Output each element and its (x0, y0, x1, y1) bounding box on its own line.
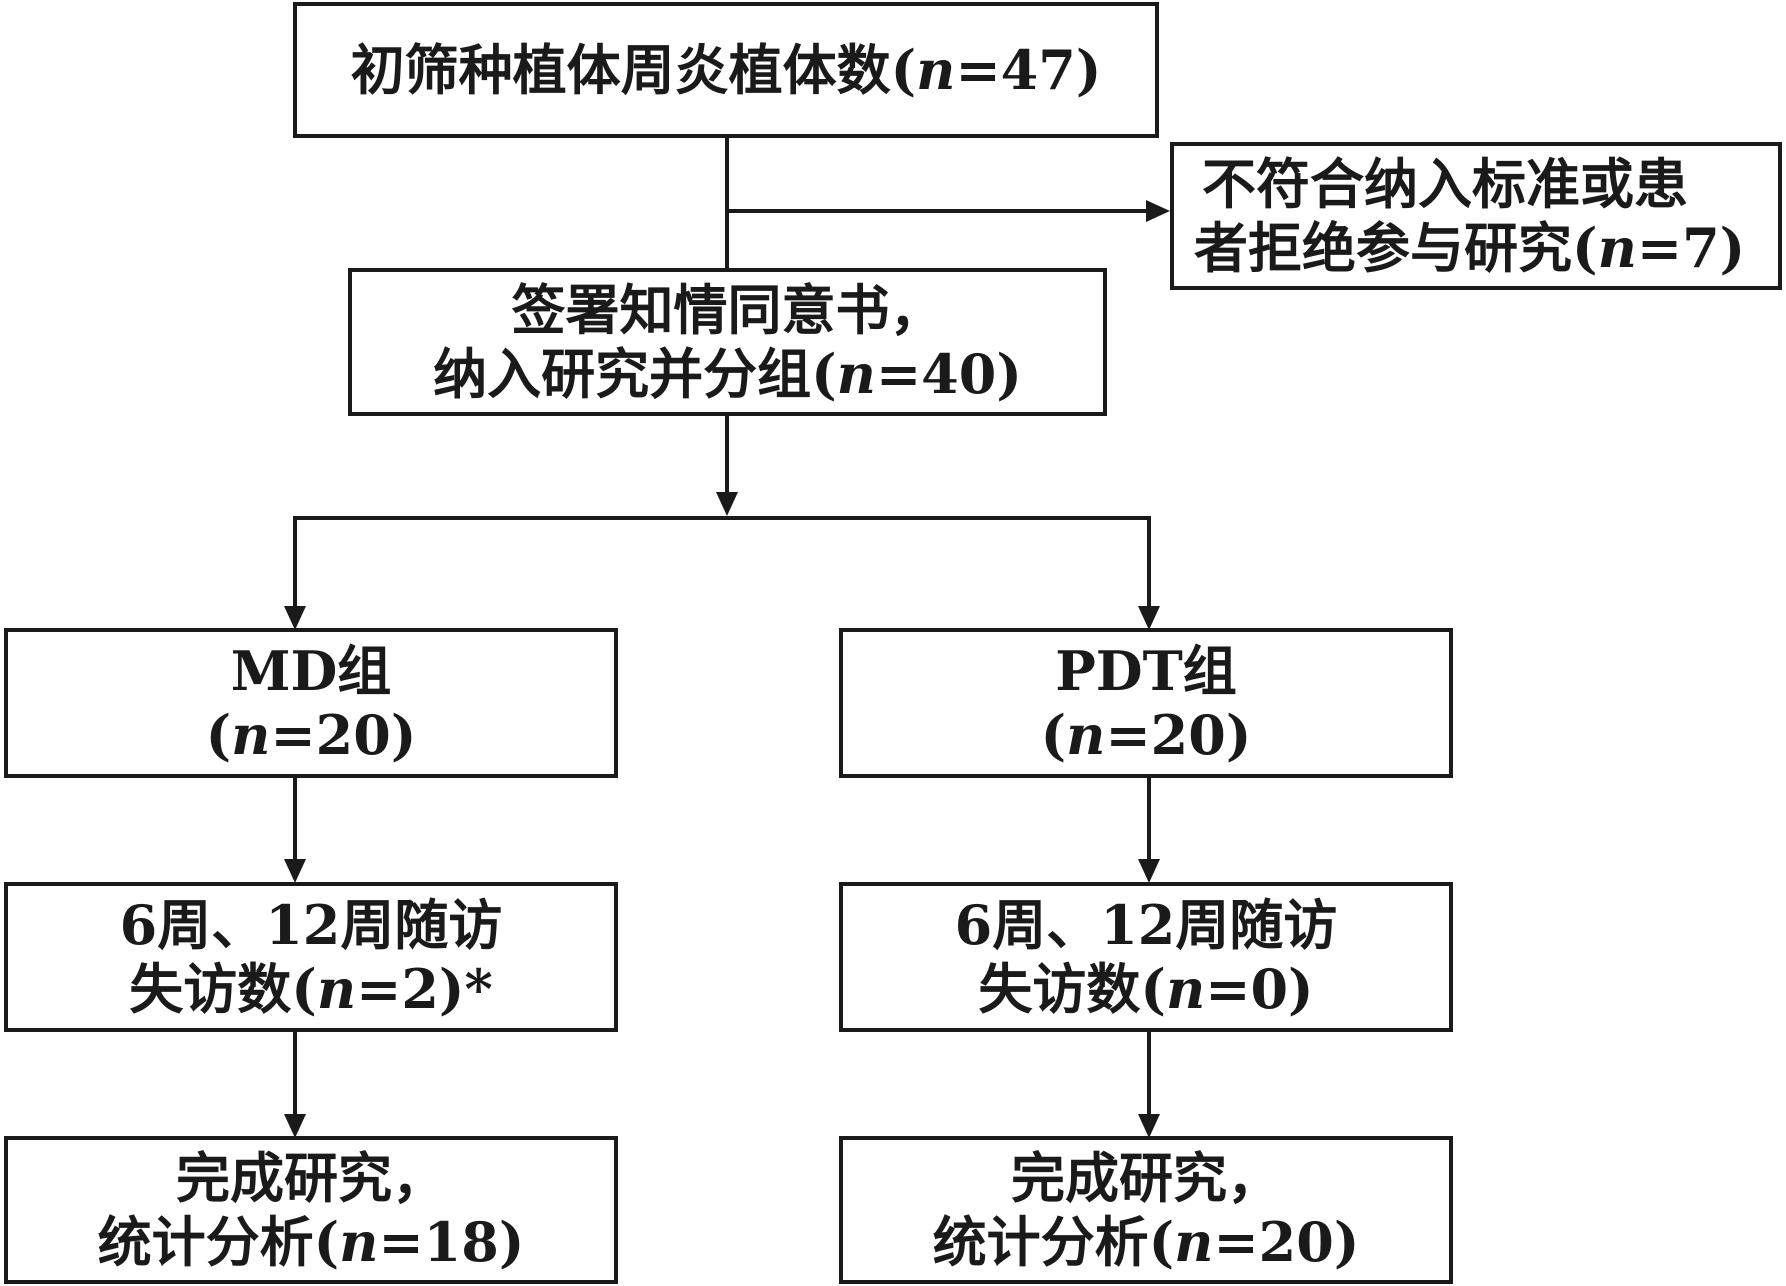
screened-line-1: 初筛种植体周炎植体数(n=47) (350, 38, 1102, 102)
md-group-line-2: (n=20) (205, 703, 417, 767)
md-group-line-1: MD组 (230, 639, 392, 703)
arrowhead-to-md (284, 606, 306, 630)
enrolled-line-2: 纳入研究并分组(n=40) (433, 342, 1022, 406)
md-followup-box: 6周、12周随访 失访数(n=2)* (4, 882, 618, 1032)
md-complete-line-2: 统计分析(n=18) (97, 1210, 525, 1274)
md-followup-line-1: 6周、12周随访 (119, 893, 503, 957)
arrowhead-to-md-followup (284, 859, 306, 883)
pdt-group-line-1: PDT组 (1055, 639, 1237, 703)
enrolled-line-1: 签署知情同意书， (511, 278, 944, 342)
arrowhead-to-split (716, 492, 738, 516)
pdt-followup-box: 6周、12周随访 失访数(n=0) (839, 882, 1453, 1032)
arrowhead-to-pdt-followup (1138, 859, 1160, 883)
md-complete-line-1: 完成研究， (176, 1146, 446, 1210)
pdt-complete-line-2: 统计分析(n=20) (932, 1210, 1360, 1274)
excluded-line-1: 不符合纳入标准或患 (1202, 152, 1688, 216)
pdt-followup-line-1: 6周、12周随访 (954, 893, 1338, 957)
md-followup-line-2: 失访数(n=2)* (129, 957, 493, 1021)
md-group-box: MD组 (n=20) (4, 628, 618, 778)
arrowhead-to-pdt-complete (1138, 1114, 1160, 1138)
pdt-followup-line-2: 失访数(n=0) (978, 957, 1314, 1021)
excluded-line-2: 者拒绝参与研究(n=7) (1194, 216, 1746, 280)
pdt-group-box: PDT组 (n=20) (839, 628, 1453, 778)
screened-box: 初筛种植体周炎植体数(n=47) (293, 2, 1159, 138)
pdt-complete-box: 完成研究， 统计分析(n=20) (839, 1136, 1453, 1284)
arrowhead-to-excluded (1146, 200, 1170, 222)
pdt-complete-line-1: 完成研究， (1011, 1146, 1281, 1210)
excluded-box: 不符合纳入标准或患 者拒绝参与研究(n=7) (1170, 142, 1782, 290)
enrolled-box: 签署知情同意书， 纳入研究并分组(n=40) (348, 268, 1107, 416)
pdt-group-line-2: (n=20) (1040, 703, 1252, 767)
arrowhead-to-md-complete (284, 1114, 306, 1138)
md-complete-box: 完成研究， 统计分析(n=18) (4, 1136, 618, 1284)
arrowhead-to-pdt (1138, 606, 1160, 630)
